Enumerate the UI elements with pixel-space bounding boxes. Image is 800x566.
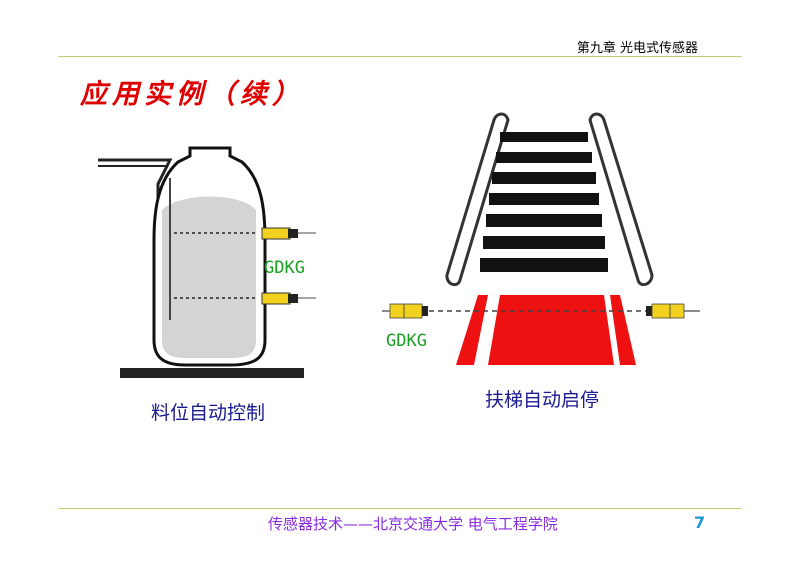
upper-sensor [261,227,316,240]
escalator-entrance [456,295,636,365]
chapter-label: 第九章 光电式传感器 [576,41,698,56]
level-control-diagram: GDKG [98,146,316,378]
footer-rule [58,508,742,509]
sensor-label-right: GDKG [386,331,427,351]
header-rule [58,56,742,57]
page-number: 7 [694,513,706,532]
caption-level-control: 料位自动控制 [150,402,265,424]
tank-material [162,196,256,358]
emitter-sensor [382,303,428,319]
slide-title: 应用实例（续） [80,79,304,110]
left-handrail [445,112,510,287]
sensor-label-left: GDKG [264,258,305,278]
right-handrail [588,112,654,287]
lower-sensor [261,292,316,305]
escalator-diagram: GDKG [382,112,700,365]
tank-base [120,368,304,378]
caption-escalator: 扶梯自动启停 [484,389,599,411]
escalator-steps [480,132,608,272]
receiver-sensor [646,303,700,319]
footer-text: 传感器技术——北京交通大学 电气工程学院 [268,515,558,533]
